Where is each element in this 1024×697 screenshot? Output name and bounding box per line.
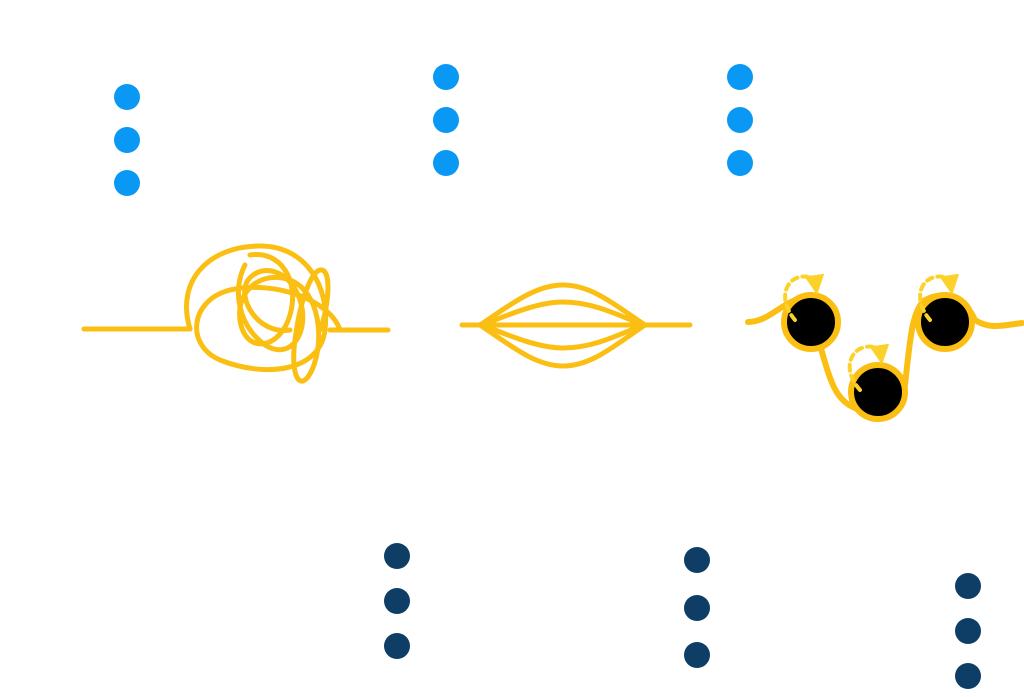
top-dots-left [114, 84, 140, 196]
dot [955, 663, 981, 689]
tangled-curve [81, 243, 391, 384]
dot [384, 633, 410, 659]
dot [727, 150, 753, 176]
lens-curve [459, 282, 693, 369]
tangled-loop-inner-2 [235, 262, 306, 353]
dot [433, 150, 459, 176]
rolling-loops-curve [745, 292, 1024, 422]
dot [727, 64, 753, 90]
tangled-loop-inner-1 [237, 251, 331, 384]
dot [114, 170, 140, 196]
lens-strand-bottom [477, 322, 648, 369]
bottom-dots-middle [684, 547, 710, 668]
rolling-circle-3 [915, 292, 975, 352]
dot [955, 573, 981, 599]
rolling-circle-2 [848, 362, 908, 422]
bottom-dots-right [955, 573, 981, 689]
rotation-arrow-2 [847, 343, 890, 392]
dot [433, 107, 459, 133]
rotation-arrow-1 [783, 273, 825, 322]
top-dots-middle [433, 64, 459, 176]
top-dots-right [727, 64, 753, 176]
dot [384, 588, 410, 614]
rotation-arrow-3 [918, 273, 960, 322]
lens-strand-upper [479, 299, 646, 328]
dot [727, 107, 753, 133]
dot [684, 595, 710, 621]
dot [684, 642, 710, 668]
rolling-circle-1 [781, 292, 841, 352]
dot [384, 543, 410, 569]
rotation-arrows [783, 273, 960, 392]
dot [114, 127, 140, 153]
dot [114, 84, 140, 110]
dot [955, 618, 981, 644]
bottom-dots-left [384, 543, 410, 659]
dot [433, 64, 459, 90]
lens-strand-top [477, 282, 648, 328]
lens-strand-lower [479, 322, 646, 351]
dot [684, 547, 710, 573]
